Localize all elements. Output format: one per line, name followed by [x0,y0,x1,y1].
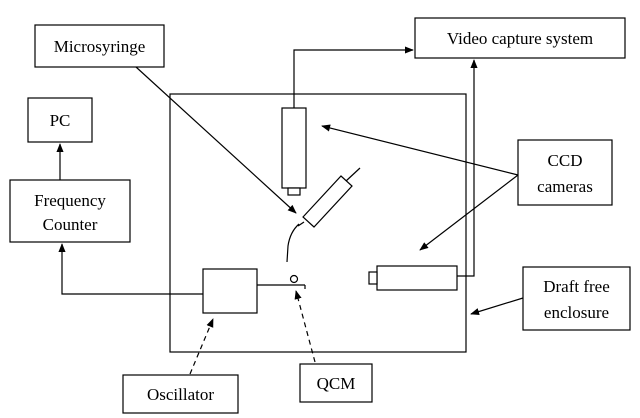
microsyringe-device [286,167,361,263]
oscillator-unit [202,268,258,314]
qcm-box [299,363,373,403]
top-camera-to-video-line [293,46,414,108]
draft-free-label-2: enclosure [544,303,609,322]
ccd-side-pointer [419,174,519,251]
qcm-label: QCM [317,374,356,393]
pc-label: PC [50,111,71,130]
oscillator-to-counter-line [58,243,203,295]
microsyringe-box [34,24,165,68]
frequency-counter-box [9,179,131,243]
draft-free-box [522,266,631,331]
oscillator-box [122,374,239,414]
top-camera-lens [287,187,301,196]
top-ccd-camera [281,107,307,189]
draft-free-pointer [470,297,524,316]
ccd-label-1: CCD [548,151,583,170]
oscillator-pointer [189,318,214,375]
side-camera-to-video-line [457,59,478,277]
ccd-top-pointer [321,124,519,176]
side-camera-lens [368,271,378,285]
qcm-pointer [294,290,316,363]
ccd-cameras-box [517,139,613,206]
frequency-counter-label-1: Frequency [34,191,106,210]
pc-box [27,97,93,143]
ccd-label-2: cameras [537,177,593,196]
frequency-counter-label-2: Counter [43,215,98,234]
oscillator-label: Oscillator [147,385,214,404]
microsyringe-pointer [135,66,297,214]
side-ccd-camera [376,265,458,291]
microsyringe-label: Microsyringe [54,37,146,56]
video-capture-box [414,17,626,59]
qcm-holder [257,274,306,289]
draft-free-label-1: Draft free [543,277,610,296]
video-capture-label: Video capture system [447,29,593,48]
